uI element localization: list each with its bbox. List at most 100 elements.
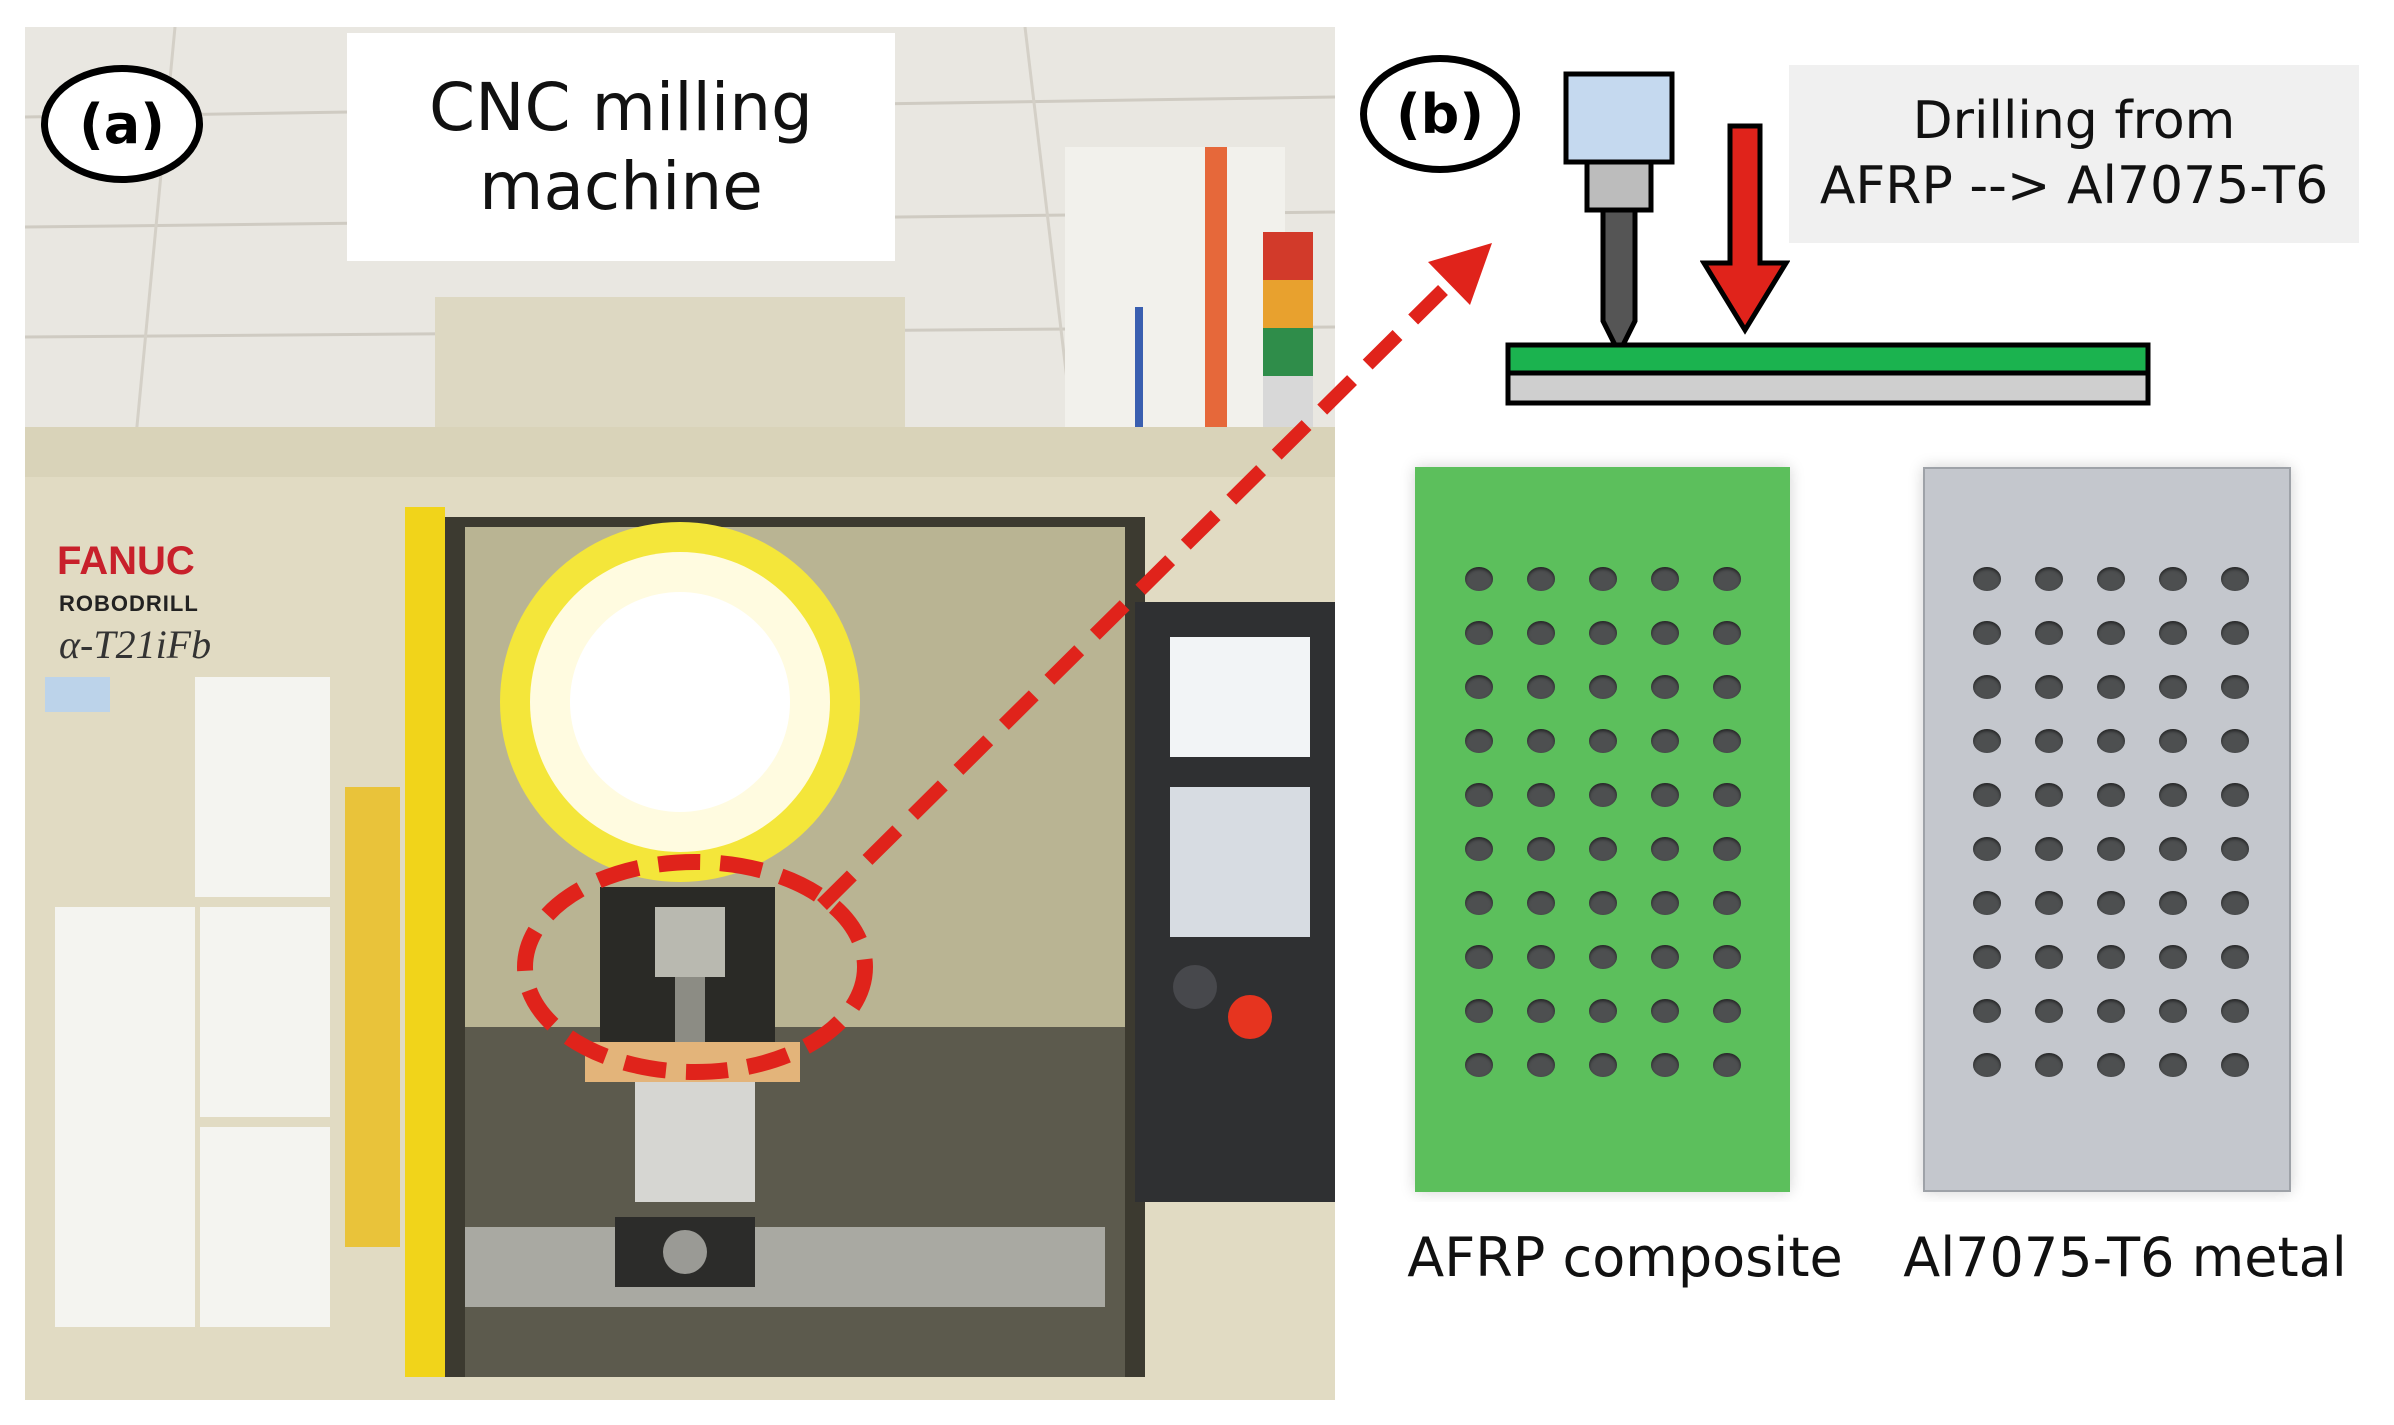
hole [1465, 837, 1493, 861]
hole [1973, 567, 2001, 591]
drill-tool-icon [1563, 71, 1675, 359]
panel-b-letter: (b) [1360, 55, 1520, 173]
hole [1651, 837, 1679, 861]
hole [1527, 945, 1555, 969]
hole [2035, 837, 2063, 861]
hole [2221, 1053, 2249, 1077]
hole [2159, 999, 2187, 1023]
cnc-machine-photo: FANUC ROBODRILL α-T21iFb CNC milling mac… [25, 27, 1335, 1400]
hole [2097, 891, 2125, 915]
hole [1713, 999, 1741, 1023]
hole [2159, 567, 2187, 591]
hole [2159, 891, 2187, 915]
al7075-hole-grid [1973, 567, 2249, 1081]
panel-b-title-line2: AFRP --> Al7075-T6 [1819, 156, 2329, 216]
hole [1713, 621, 1741, 645]
brand-label: FANUC [57, 539, 195, 583]
hole [1973, 783, 2001, 807]
hole [2221, 945, 2249, 969]
hole [1713, 891, 1741, 915]
hole [1713, 783, 1741, 807]
down-arrow-icon [1700, 123, 1790, 335]
hole [1973, 891, 2001, 915]
hole [1651, 945, 1679, 969]
hole [2097, 729, 2125, 753]
hole [1651, 783, 1679, 807]
hole [1527, 567, 1555, 591]
al7075-plate [1923, 467, 2291, 1192]
hole [1973, 621, 2001, 645]
hole [2159, 1053, 2187, 1077]
hole [1465, 729, 1493, 753]
hole [1465, 621, 1493, 645]
hole [2159, 729, 2187, 753]
hole [2035, 999, 2063, 1023]
hole [2221, 999, 2249, 1023]
hole [2159, 675, 2187, 699]
hole [1973, 837, 2001, 861]
panel-b-title: Drilling from AFRP --> Al7075-T6 [1789, 65, 2359, 243]
hole [1589, 567, 1617, 591]
hole [2221, 837, 2249, 861]
hole [1527, 621, 1555, 645]
hole [1465, 1053, 1493, 1077]
hole [1973, 675, 2001, 699]
hole [2035, 621, 2063, 645]
hole [1973, 999, 2001, 1023]
hole [1651, 999, 1679, 1023]
hole [1465, 891, 1493, 915]
hole [2097, 1053, 2125, 1077]
hole [2035, 945, 2063, 969]
hole [2159, 837, 2187, 861]
hole [1465, 675, 1493, 699]
hole [1589, 729, 1617, 753]
hole [2221, 621, 2249, 645]
hole [1527, 675, 1555, 699]
hole [2097, 837, 2125, 861]
hole [1651, 567, 1679, 591]
panel-b-title-line1: Drilling from [1912, 91, 2236, 151]
afrp-hole-grid [1465, 567, 1741, 1081]
hole [2035, 891, 2063, 915]
hole [2221, 783, 2249, 807]
hole [1713, 567, 1741, 591]
hole [2097, 783, 2125, 807]
hole [1527, 891, 1555, 915]
hole [1527, 999, 1555, 1023]
hole [1527, 837, 1555, 861]
hole [1651, 891, 1679, 915]
hole [1589, 837, 1617, 861]
afrp-plate [1415, 467, 1790, 1192]
hole [1589, 621, 1617, 645]
hole [1589, 783, 1617, 807]
hole [2221, 675, 2249, 699]
hole [2035, 783, 2063, 807]
hole [2097, 945, 2125, 969]
hole [1527, 729, 1555, 753]
model-line1: ROBODRILL [59, 591, 199, 616]
hole [1465, 999, 1493, 1023]
panel-a-letter: (a) [41, 65, 203, 183]
drilling-schematic-panel: (b) Drilling from AFRP --> Al7075-T6 [1345, 27, 2380, 1400]
hole [1651, 675, 1679, 699]
hole [1465, 567, 1493, 591]
hole [2097, 999, 2125, 1023]
hole [1973, 1053, 2001, 1077]
hole [1973, 945, 2001, 969]
hole [1713, 837, 1741, 861]
hole [1973, 729, 2001, 753]
hole [2159, 621, 2187, 645]
hole [1713, 945, 1741, 969]
hole [1589, 1053, 1617, 1077]
panel-a-title: CNC milling machine [347, 33, 895, 261]
hole [2035, 1053, 2063, 1077]
hole [1589, 945, 1617, 969]
hole [2159, 945, 2187, 969]
hole [2035, 567, 2063, 591]
hole [2035, 675, 2063, 699]
hole [2221, 567, 2249, 591]
al7075-label: Al7075-T6 metal [1875, 1202, 2375, 1312]
hole [2221, 729, 2249, 753]
hole [1651, 1053, 1679, 1077]
hole [1651, 621, 1679, 645]
